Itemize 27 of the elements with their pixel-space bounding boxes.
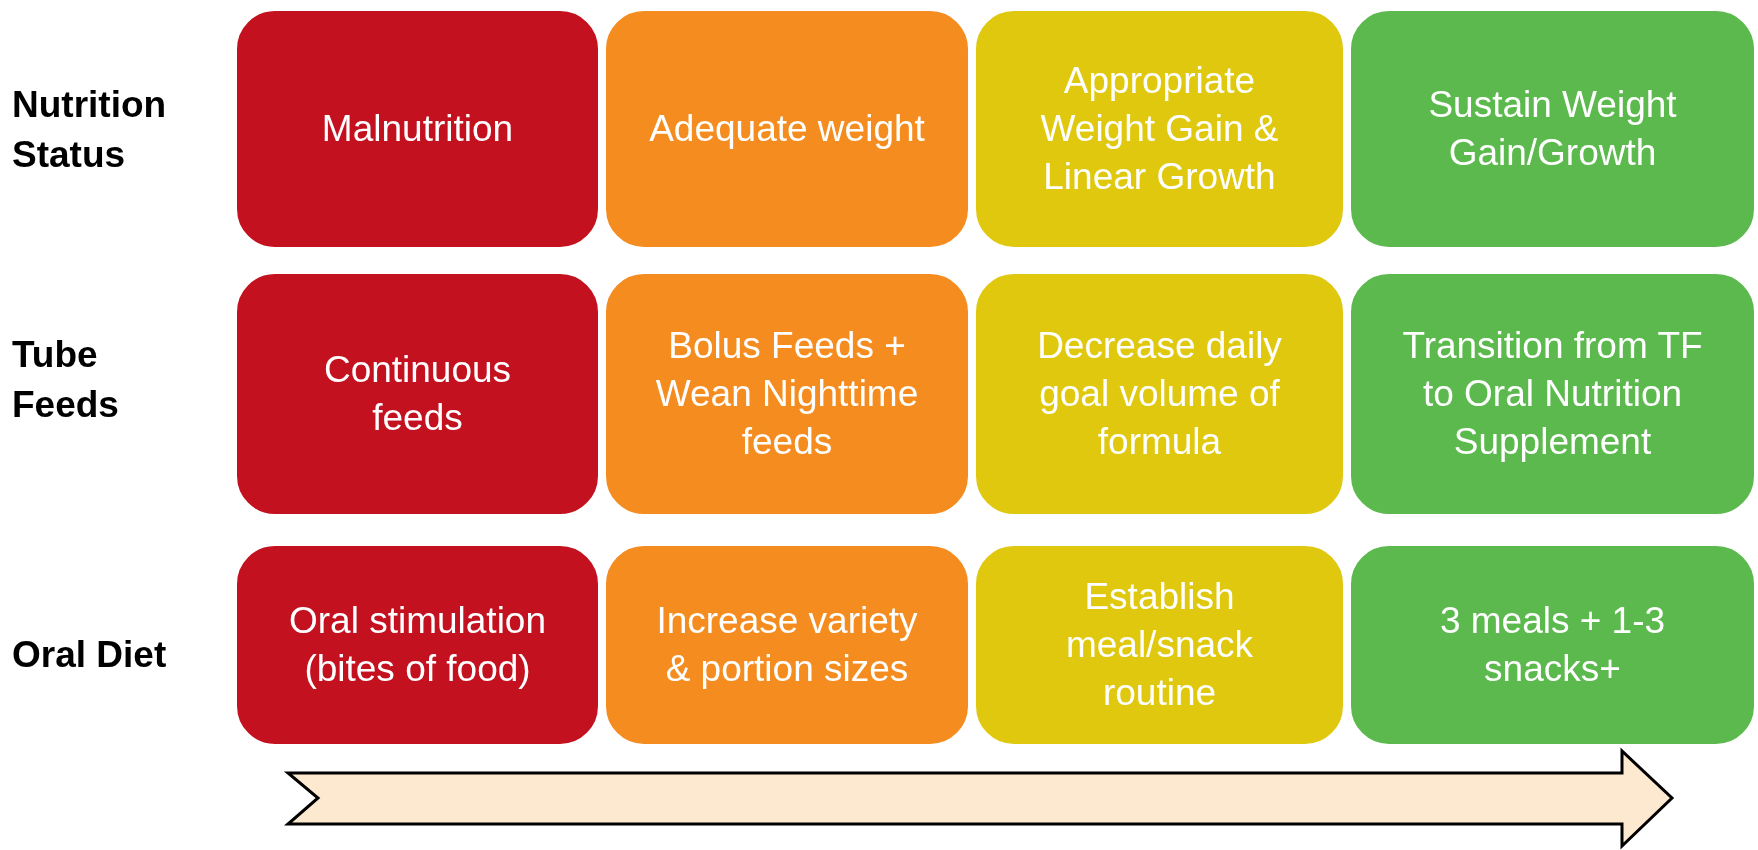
stage-box	[974, 9, 1345, 249]
stage-box	[974, 544, 1345, 746]
stage-box	[1349, 272, 1756, 516]
stage-box	[1349, 9, 1756, 249]
stage-box	[235, 9, 600, 249]
stage-box	[604, 544, 970, 746]
stage-text: Transition from TF to Oral Nutrition Supplement	[1401, 323, 1704, 465]
stage-box	[604, 9, 970, 249]
stage-box	[974, 272, 1345, 516]
row-heading: Oral Diet	[12, 633, 168, 677]
row-heading: Nutrition Status	[12, 83, 168, 177]
stage-text: Appropriate Weight Gain & Linear Growth	[1039, 58, 1280, 200]
stage-text: Sustain Weight Gain/Growth	[1427, 82, 1678, 175]
stage-box	[235, 544, 600, 746]
row-heading: Tube Feeds	[12, 333, 120, 427]
stage-text: Oral stimulation (bites of food)	[288, 598, 547, 691]
stage-text: Bolus Feeds + Wean Nighttime feeds	[654, 323, 920, 465]
stage-text: Adequate weight	[649, 106, 925, 151]
stage-text: Continuous feeds	[322, 347, 513, 440]
stage-box	[235, 272, 600, 516]
stage-box	[604, 272, 970, 516]
stage-text: Decrease daily goal volume of formula	[1036, 323, 1283, 465]
stage-text: Increase variety & portion sizes	[655, 598, 919, 691]
stage-text: Establish meal/snack routine	[1064, 574, 1255, 716]
stage-text: 3 meals + 1-3 snacks+	[1438, 598, 1667, 691]
stage-box	[1349, 544, 1756, 746]
stage-text: Malnutrition	[321, 106, 514, 151]
